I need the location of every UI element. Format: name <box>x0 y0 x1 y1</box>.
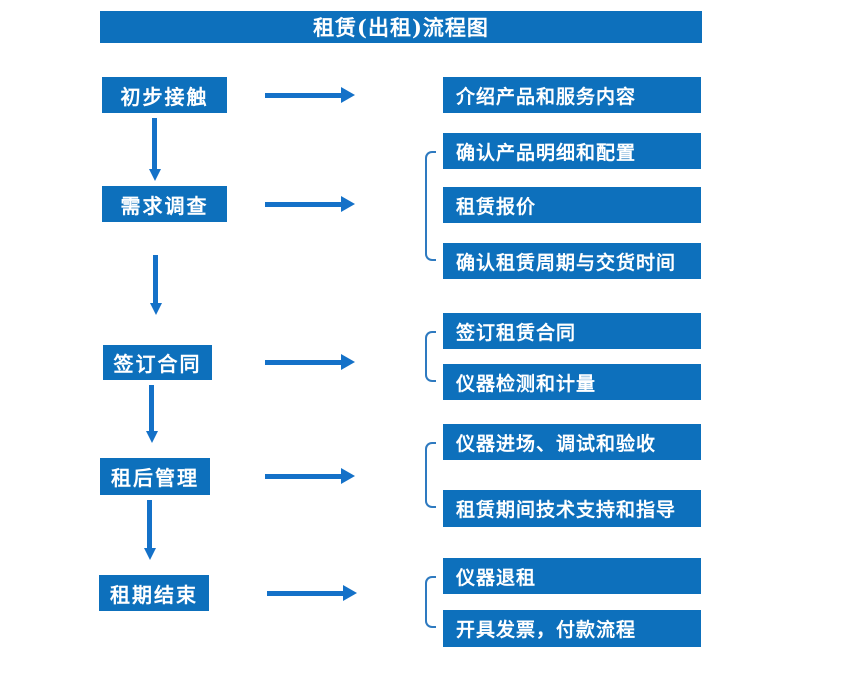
right-arrow-icon <box>265 196 355 212</box>
output-box: 签订租赁合同 <box>443 313 701 349</box>
right-arrow-icon <box>265 468 355 484</box>
right-arrow-icon <box>265 354 355 370</box>
output-box: 租赁期间技术支持和指导 <box>443 490 701 527</box>
right-arrow-icon <box>265 87 355 103</box>
group-bracket <box>425 151 436 261</box>
right-arrow-icon <box>267 585 357 601</box>
group-bracket <box>425 331 436 382</box>
output-box: 介绍产品和服务内容 <box>443 77 701 113</box>
stage-box: 初步接触 <box>102 77 227 113</box>
flowchart-title: 租赁(出租)流程图 <box>100 11 702 43</box>
group-bracket <box>425 442 436 508</box>
output-box: 确认租赁周期与交货时间 <box>443 243 701 279</box>
stage-box: 租期结束 <box>99 575 209 611</box>
output-box: 确认产品明细和配置 <box>443 133 701 169</box>
stage-box: 签订合同 <box>103 345 212 380</box>
down-arrow-icon <box>149 118 161 181</box>
output-box: 开具发票，付款流程 <box>443 610 701 647</box>
stage-box: 租后管理 <box>100 458 210 495</box>
down-arrow-icon <box>144 500 156 560</box>
group-bracket <box>425 576 436 628</box>
down-arrow-icon <box>150 255 162 315</box>
down-arrow-icon <box>146 385 158 443</box>
output-box: 仪器进场、调试和验收 <box>443 424 701 460</box>
output-box: 仪器检测和计量 <box>443 364 701 400</box>
output-box: 仪器退租 <box>443 558 701 594</box>
output-box: 租赁报价 <box>443 187 701 223</box>
stage-box: 需求调查 <box>102 186 227 222</box>
